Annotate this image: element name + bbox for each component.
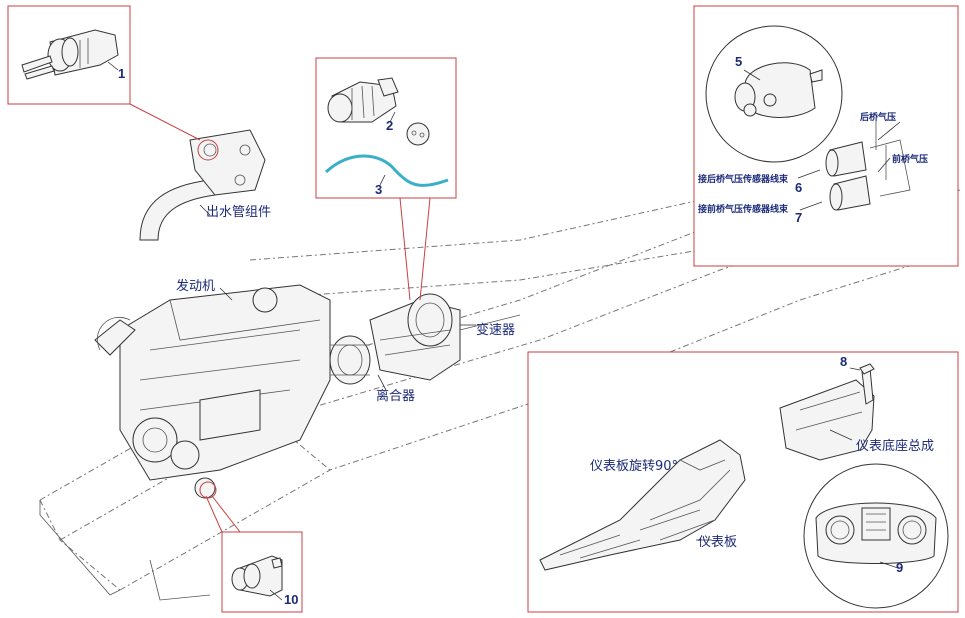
label-dashboard: 仪表板 <box>698 535 737 550</box>
callout-10: 10 <box>284 592 298 607</box>
label-transmission: 变速器 <box>476 322 515 338</box>
callout-5: 5 <box>735 54 742 69</box>
engine-assembly <box>94 284 331 499</box>
callout-9: 9 <box>896 560 903 575</box>
callout-3: 3 <box>375 182 382 197</box>
label-dash-rotated: 仪表板旋转90° <box>590 459 678 474</box>
detail-10-locator <box>199 481 217 499</box>
label-water-outlet: 出水管组件 <box>206 205 271 220</box>
label-engine: 发动机 <box>176 278 215 294</box>
detail-1-locator <box>197 139 219 161</box>
detail-box-dashboard <box>527 351 959 613</box>
callout-6: 6 <box>795 180 802 195</box>
label-rear-sensor-harness: 接后桥气压传感器线束 <box>698 173 789 185</box>
label-clutch: 离合器 <box>376 388 415 404</box>
water-outlet-pipe <box>139 129 266 241</box>
clutch-disc <box>329 335 371 385</box>
label-rear-axle-air: 后桥气压 <box>860 111 896 123</box>
label-front-axle-air: 前桥气压 <box>892 153 928 165</box>
callout-8: 8 <box>840 354 847 369</box>
detail-box-2-3 <box>315 57 457 301</box>
label-front-sensor-harness: 接前桥气压传感器线束 <box>698 203 789 215</box>
detail-box-10 <box>205 495 303 613</box>
callout-1: 1 <box>118 66 125 81</box>
callout-7: 7 <box>795 210 802 225</box>
detail-box-1 <box>7 5 201 141</box>
detail-box-5-6-7 <box>693 5 959 267</box>
transmission-assembly <box>369 293 521 381</box>
callout-2: 2 <box>386 118 393 133</box>
label-dash-base-assy: 仪表底座总成 <box>856 438 934 454</box>
